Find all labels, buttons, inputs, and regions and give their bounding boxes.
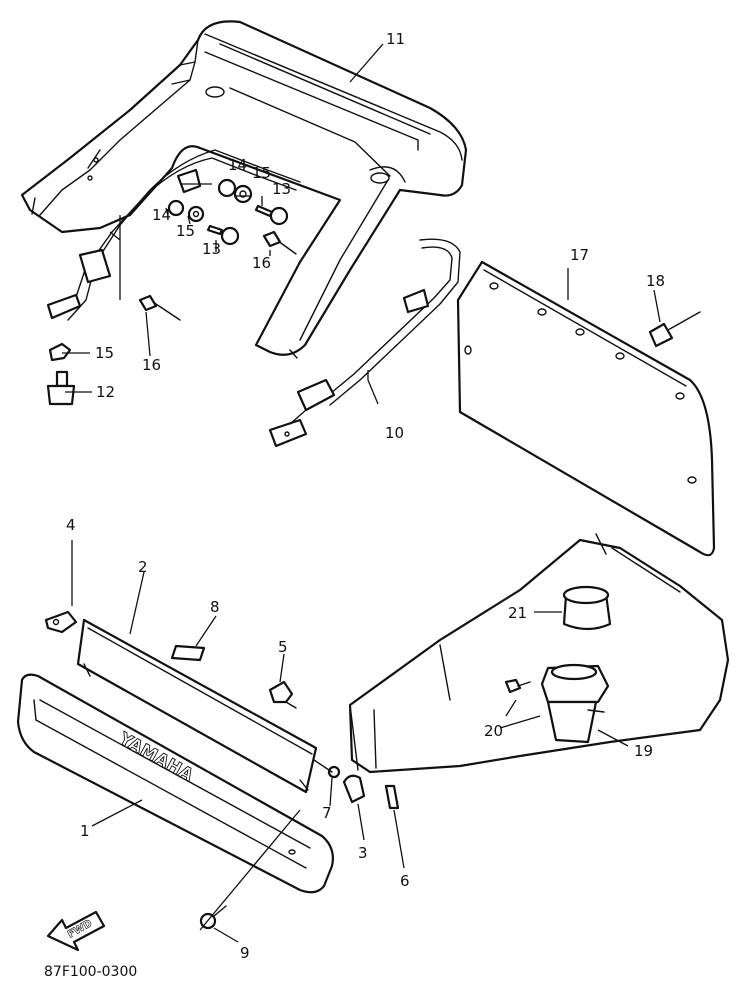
- callout-19: 19: [634, 742, 653, 760]
- push-rivet: [648, 311, 701, 348]
- front-cover: YAMAHA: [16, 673, 334, 894]
- callout-4: 4: [66, 516, 76, 534]
- carrier-frame: [20, 20, 468, 359]
- callout-5: 5: [278, 638, 288, 656]
- callouts: 11 14 15 13 14 15 13 16 15 12 16 10 17 1…: [66, 30, 665, 962]
- latch: [268, 680, 297, 709]
- callout-13a: 13: [272, 180, 291, 198]
- callout-17: 17: [570, 246, 589, 264]
- small-pad: [170, 644, 206, 662]
- fasteners: [46, 168, 297, 406]
- small-screw: [504, 678, 531, 694]
- callout-2: 2: [138, 558, 148, 576]
- callout-20: 20: [484, 722, 503, 740]
- callout-3: 3: [358, 844, 368, 862]
- callout-15a: 15: [252, 164, 271, 182]
- callout-14b: 14: [152, 206, 171, 224]
- rail: [46, 149, 461, 448]
- callout-12: 12: [96, 383, 115, 401]
- callout-13b: 13: [202, 240, 221, 258]
- callout-7: 7: [322, 804, 332, 822]
- callout-10: 10: [385, 424, 404, 442]
- callout-11: 11: [386, 30, 405, 48]
- tank-housing: [348, 533, 730, 774]
- callout-14a: 14: [228, 156, 247, 174]
- leader-lines: [62, 43, 661, 943]
- bracket: [44, 610, 78, 634]
- callout-16a: 16: [252, 254, 271, 272]
- callout-9: 9: [240, 944, 250, 962]
- callout-1: 1: [80, 822, 90, 840]
- callout-6: 6: [400, 872, 410, 890]
- clip-hardware: [313, 759, 400, 810]
- mount-plate: [76, 618, 318, 794]
- callout-21: 21: [508, 604, 527, 622]
- side-panel: [456, 260, 716, 557]
- callout-8: 8: [210, 598, 220, 616]
- cap: [562, 585, 612, 631]
- part-code: 87F100-0300: [44, 964, 137, 980]
- filler-neck: [540, 663, 610, 744]
- callout-16b: 16: [142, 356, 161, 374]
- callout-15c: 15: [95, 344, 114, 362]
- fwd-arrow: FWD: [46, 910, 106, 952]
- callout-18: 18: [646, 272, 665, 290]
- callout-15b: 15: [176, 222, 195, 240]
